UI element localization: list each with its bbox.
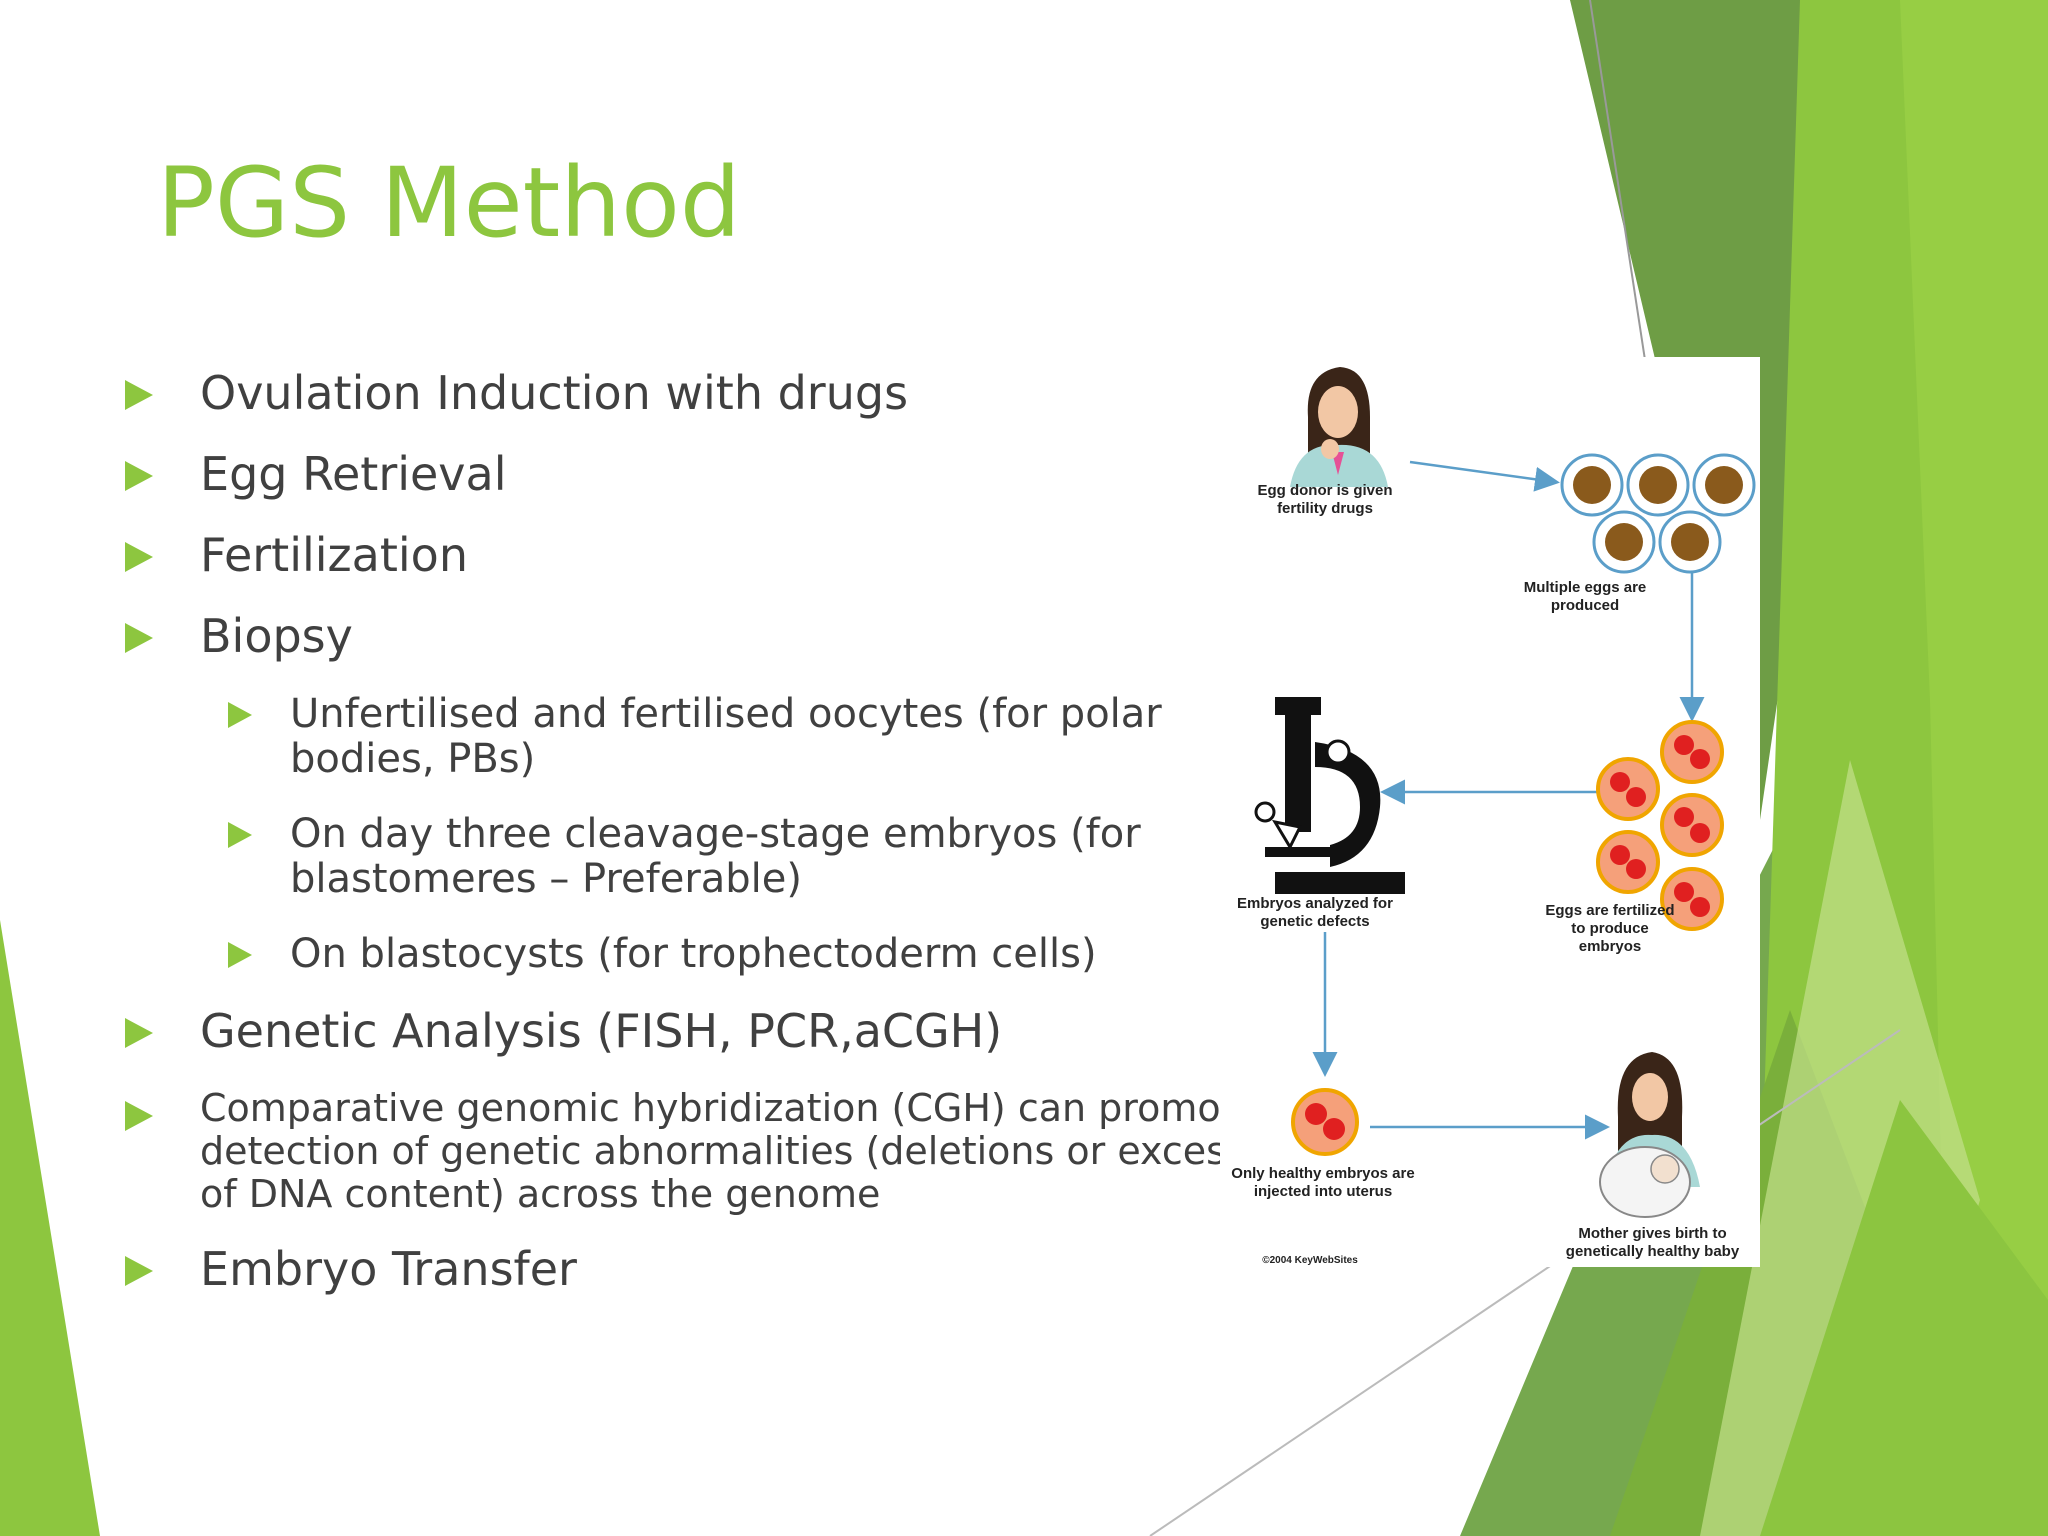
label-birth: Mother gives birth to genetically health… [1565, 1225, 1740, 1260]
woman-icon [1290, 367, 1388, 487]
label-eggs: Multiple eggs are produced [1523, 579, 1647, 614]
bullet-arrow-icon [228, 942, 252, 968]
label-donor: Egg donor is given fertility drugs [1257, 482, 1393, 517]
bullet-arrow-icon [125, 461, 153, 491]
bullet-arrow-icon [228, 702, 252, 728]
bullet-arrow-icon [125, 623, 153, 653]
slide-title: PGS Method [157, 147, 741, 259]
microscope-icon [1254, 697, 1405, 894]
label-injected: Only healthy embryos are injected into u… [1231, 1165, 1415, 1200]
label-credit: ©2004 KeyWebSites [1262, 1255, 1358, 1266]
bullet-arrow-icon [125, 1018, 153, 1048]
pgs-process-diagram: Egg donor is given fertility drugs Multi… [1220, 357, 1760, 1267]
bullet-arrow-icon [125, 1256, 153, 1286]
bullet-arrow-icon [228, 822, 252, 848]
mother-baby-icon [1599, 1052, 1700, 1218]
label-analyzed: Embryos analyzed for genetic defects [1237, 895, 1393, 930]
label-fertilized: Eggs are fertilized to produce embryos [1545, 902, 1675, 955]
egg-cluster-icon [1560, 453, 1756, 574]
bullet-arrow-icon [125, 542, 153, 572]
bullet-arrow-icon [125, 380, 153, 410]
bullet-arrow-icon [125, 1101, 153, 1131]
embryo-cluster-icon [1596, 720, 1724, 931]
embryo-icon [1291, 1088, 1359, 1156]
diagram-graphics [1254, 367, 1756, 1218]
